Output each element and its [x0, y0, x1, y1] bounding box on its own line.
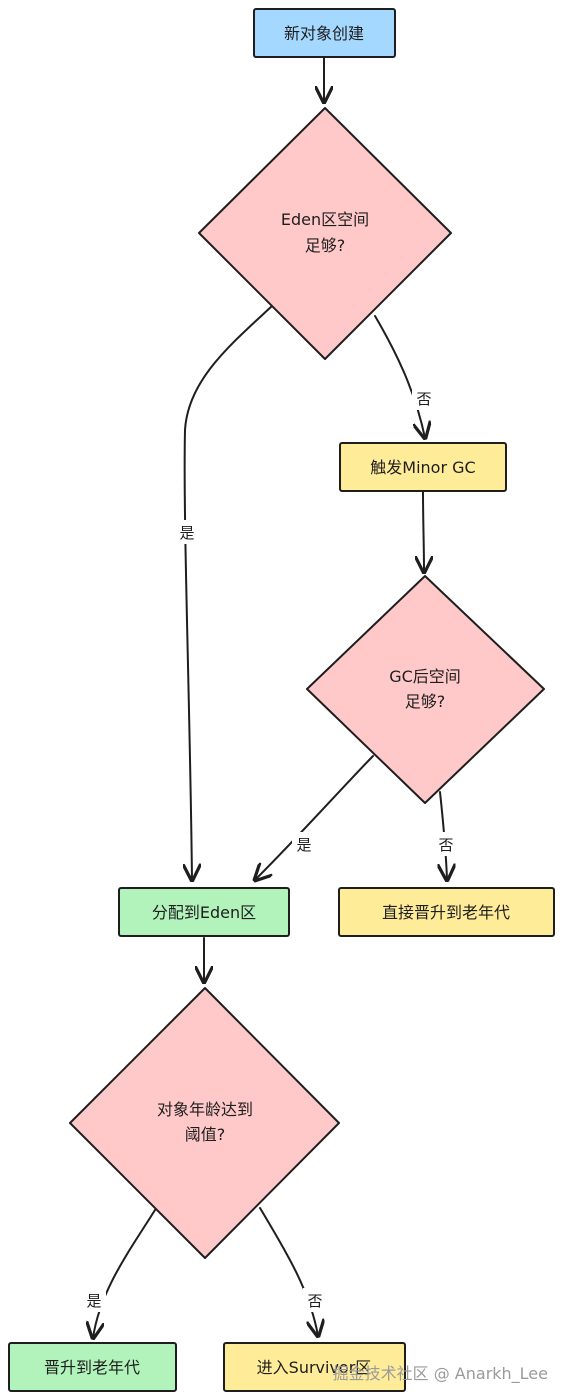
node-promote-old-label: 晋升到老年代 [44, 1358, 140, 1377]
edge-label-bg [82, 1288, 106, 1312]
node-gc-check: GC后空间 足够? [306, 575, 545, 804]
edge-label-bg [303, 1288, 327, 1312]
edge-eden-check-no [374, 315, 425, 438]
edge-age-check-no [259, 1207, 318, 1336]
edge-label-age-yes: 是 [86, 1292, 101, 1310]
node-survivor-label: 进入Survivor区 [257, 1358, 372, 1377]
node-minor-gc: 触发Minor GC [339, 442, 507, 492]
node-minor-gc-label: 触发Minor GC [370, 458, 475, 477]
edge-label-eden-no: 否 [416, 390, 431, 408]
node-alloc-eden-label: 分配到Eden区 [152, 903, 256, 922]
node-eden-check: Eden区空间 足够? [198, 107, 452, 360]
edge-label-bg [292, 832, 316, 856]
node-eden-check-line2: 足够? [305, 236, 346, 255]
edge-label-gc-yes: 是 [296, 836, 311, 854]
node-age-check-line1: 对象年龄达到 [157, 1100, 253, 1119]
node-direct-old: 直接晋升到老年代 [338, 887, 555, 937]
edge-label-eden-yes: 是 [179, 524, 194, 542]
node-age-check: 对象年龄达到 阈值? [69, 987, 340, 1259]
node-gc-check-line1: GC后空间 [389, 667, 461, 686]
node-alloc-eden: 分配到Eden区 [118, 887, 290, 937]
edge-eden-check-yes [185, 305, 273, 880]
edge-label-age-no: 否 [307, 1292, 322, 1310]
watermark: 掘金技术社区 @ Anarkh_Lee [333, 1364, 548, 1384]
node-gc-check-line2: 足够? [405, 692, 446, 711]
node-start: 新对象创建 [253, 8, 396, 58]
edge-label-gc-no: 否 [438, 836, 453, 854]
node-age-check-line2: 阈值? [185, 1125, 226, 1144]
edge-minor-gc-to-gc-check [423, 491, 424, 572]
node-start-label: 新对象创建 [284, 24, 364, 43]
node-promote-old: 晋升到老年代 [8, 1342, 177, 1392]
edge-age-check-yes [93, 1209, 156, 1338]
node-survivor: 进入Survivor区 [223, 1342, 406, 1392]
node-eden-check-line1: Eden区空间 [281, 210, 369, 229]
node-direct-old-label: 直接晋升到老年代 [382, 903, 510, 922]
edge-label-bg [412, 386, 436, 410]
edge-label-bg [176, 520, 198, 544]
edge-gc-check-yes [255, 755, 374, 880]
edge-label-bg [434, 832, 458, 856]
